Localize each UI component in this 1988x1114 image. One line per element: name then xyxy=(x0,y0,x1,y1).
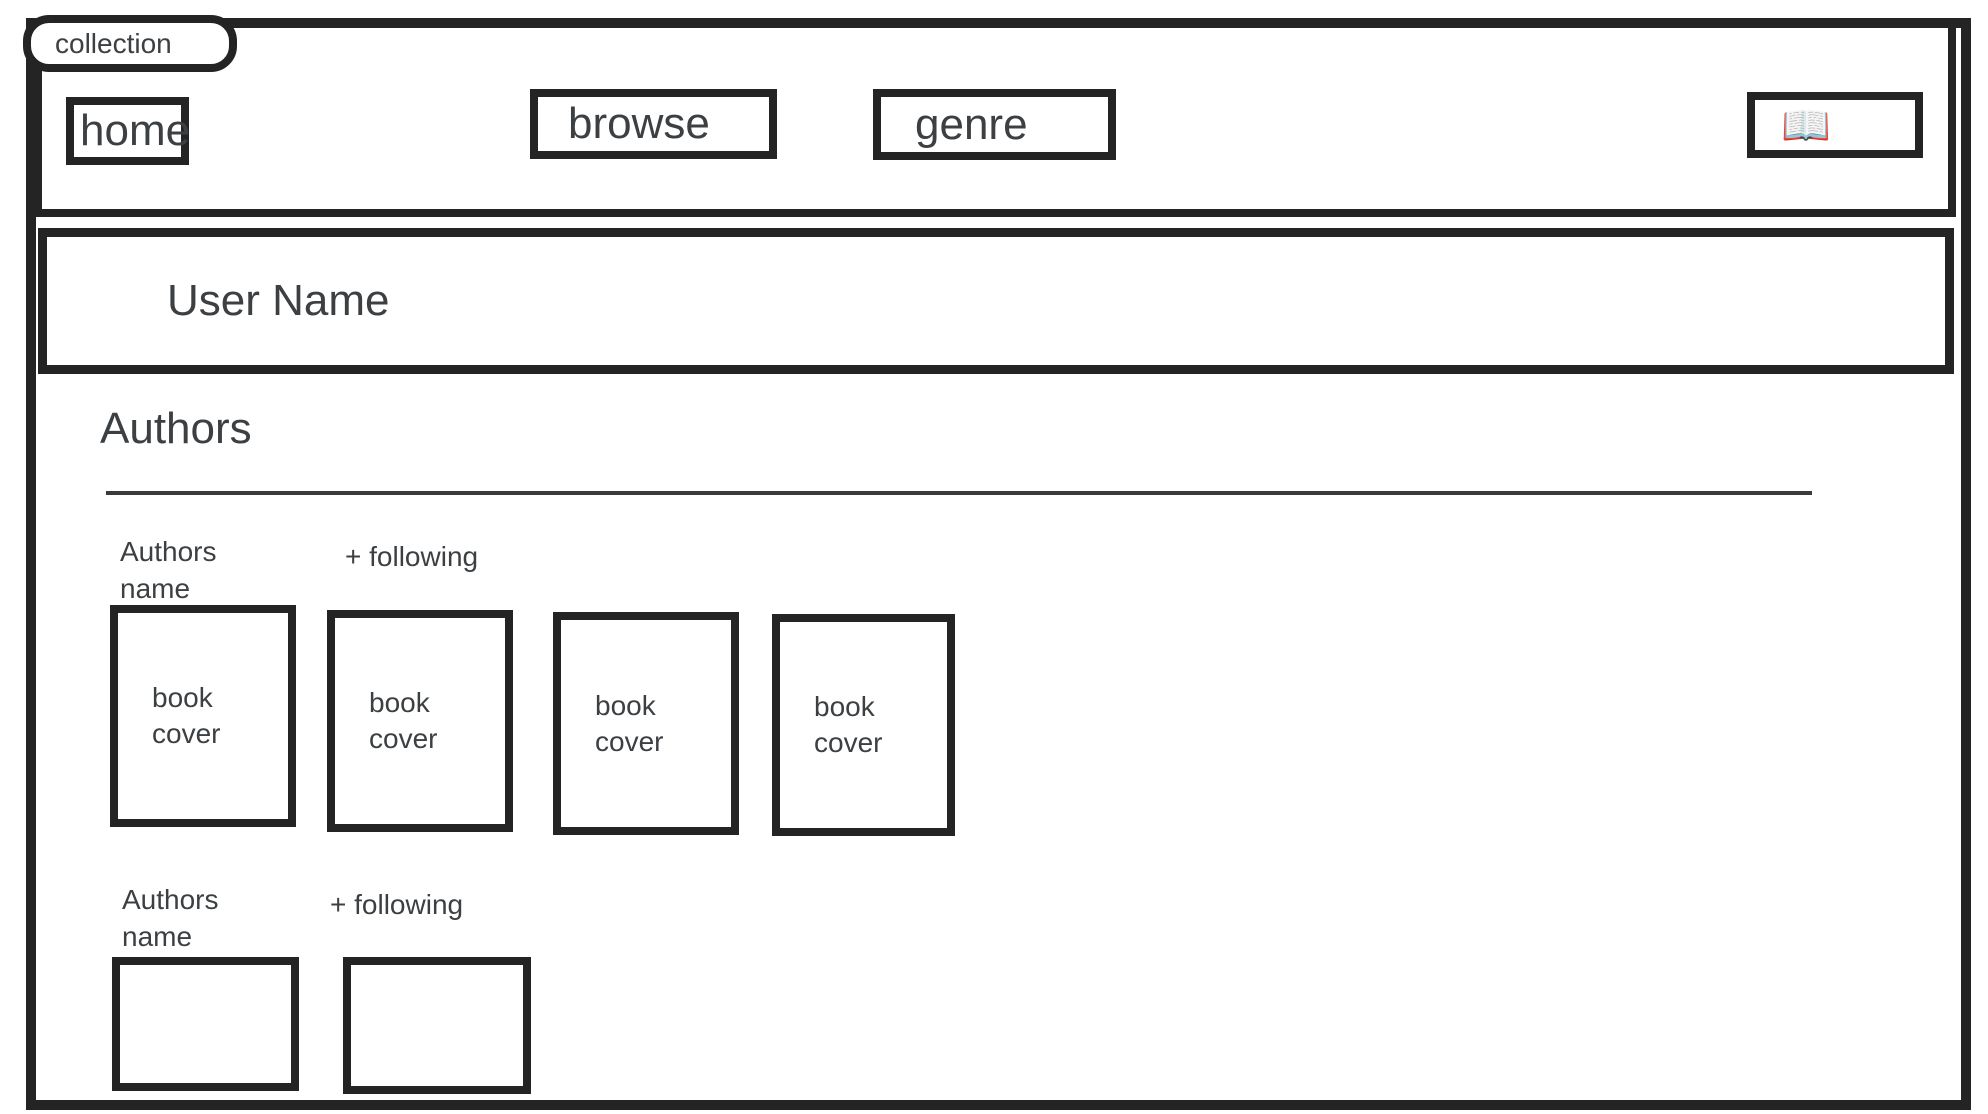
browse-button[interactable]: browse xyxy=(530,89,777,159)
follow-button[interactable]: + following xyxy=(330,889,464,920)
book-cover-label: book cover xyxy=(595,689,664,757)
authors-section-title: Authors xyxy=(100,404,252,453)
genre-button-label: genre xyxy=(915,99,1028,149)
book-cover-card[interactable]: book cover xyxy=(553,612,739,835)
book-cover-card[interactable]: book cover xyxy=(327,610,513,832)
tab-collection[interactable]: collection xyxy=(23,15,237,72)
book-cover-label: book cover xyxy=(814,691,883,758)
tab-collection-label: collection xyxy=(55,27,172,59)
navbar xyxy=(34,18,1956,217)
home-button[interactable]: home xyxy=(66,97,191,165)
book-cover-label: book cover xyxy=(369,687,438,754)
book-cover-card[interactable] xyxy=(112,957,299,1091)
user-name: User Name xyxy=(167,276,390,325)
follow-button[interactable]: + following xyxy=(345,541,479,572)
book-cover-card[interactable] xyxy=(343,957,531,1094)
page-frame xyxy=(26,18,1971,1110)
home-button-label: home xyxy=(80,106,191,155)
author-name-label[interactable]: Authors name xyxy=(120,536,217,604)
user-banner: User Name xyxy=(38,228,1954,374)
book-cover-card[interactable]: book cover xyxy=(110,605,296,827)
library-button[interactable]: 📖 xyxy=(1747,92,1923,158)
open-book-icon: 📖 xyxy=(1781,103,1831,148)
genre-button[interactable]: genre xyxy=(873,89,1116,160)
book-cover-card[interactable]: book cover xyxy=(772,614,955,836)
section-divider xyxy=(106,491,1812,495)
browse-button-label: browse xyxy=(568,99,710,148)
book-cover-label: book cover xyxy=(152,682,221,749)
author-name-label[interactable]: Authors name xyxy=(122,884,219,952)
